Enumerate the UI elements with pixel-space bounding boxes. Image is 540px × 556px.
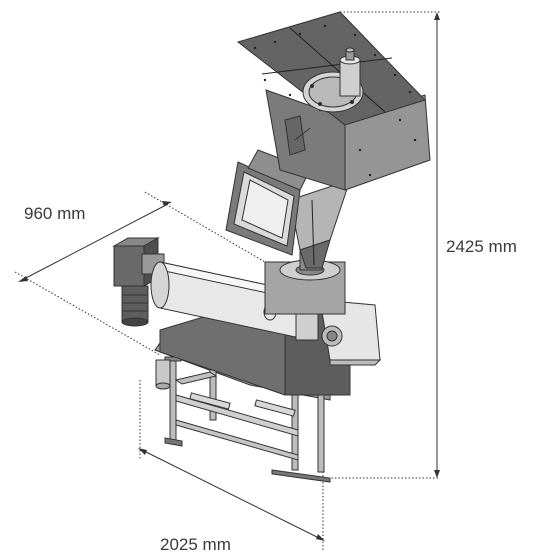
length-dimension-line [141, 449, 322, 540]
width-dimension-label: 960 mm [24, 204, 86, 223]
lid-rivets [253, 24, 417, 177]
dimension-lines [14, 11, 440, 552]
length-dimension-label: 2025 mm [160, 535, 231, 554]
gear-motor [112, 237, 165, 327]
width-dimension-line [21, 203, 169, 281]
hopper-body [265, 89, 431, 191]
lid-inlet-flange [302, 47, 364, 113]
hopper-cone [289, 179, 351, 269]
inspection-window [225, 149, 311, 256]
height-dimension-label: 2425 mm [446, 237, 517, 256]
